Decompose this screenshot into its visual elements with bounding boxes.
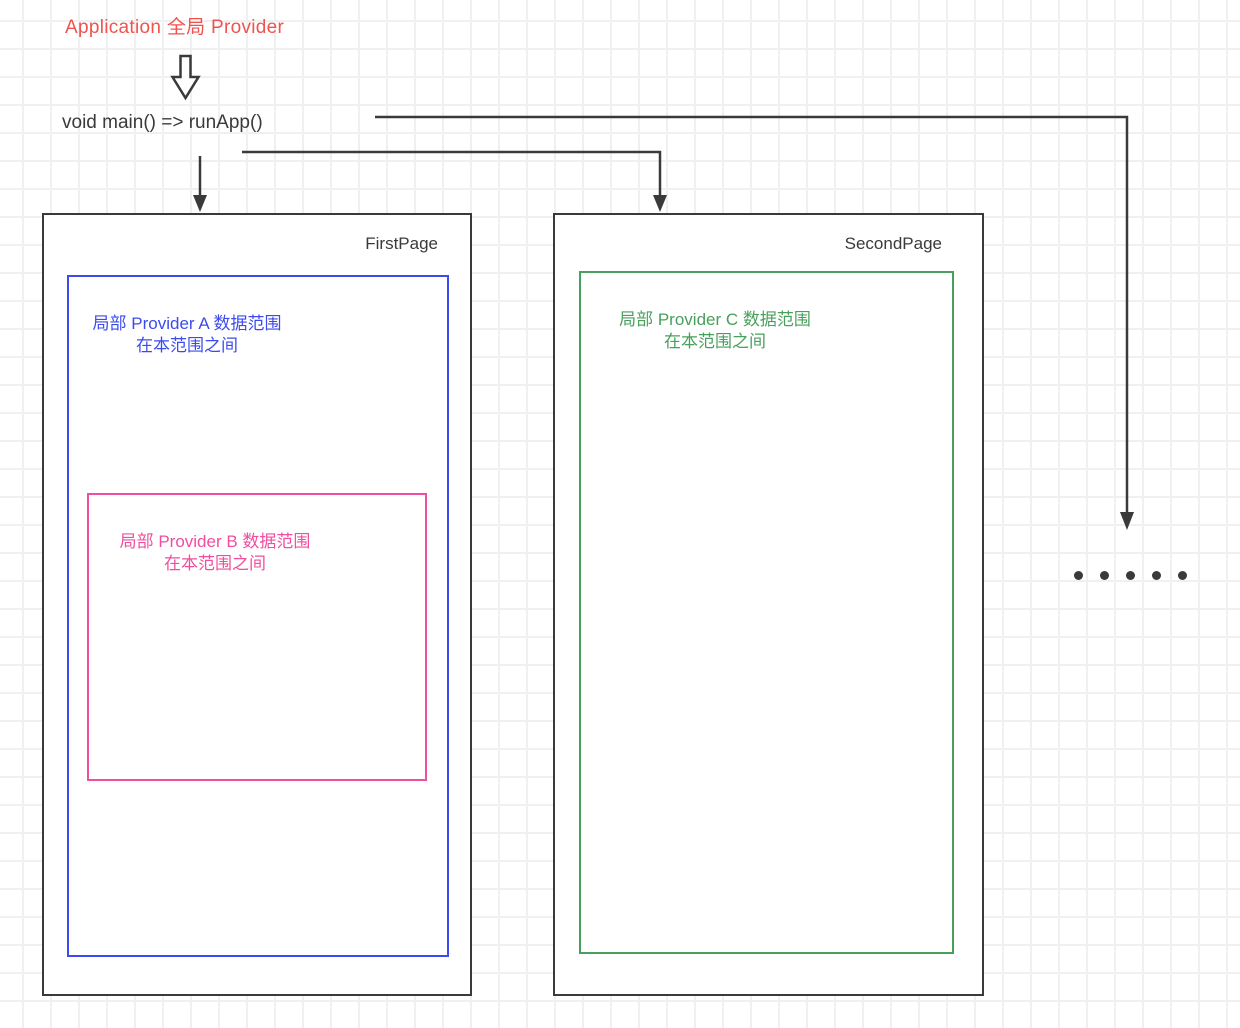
provider-a-line1: 局部 Provider A 数据范围 xyxy=(92,314,282,333)
provider-c-scope-box: 局部 Provider C 数据范围 在本范围之间 xyxy=(579,271,954,954)
down-block-arrow-icon xyxy=(170,54,201,101)
provider-a-text: 局部 Provider A 数据范围 在本范围之间 xyxy=(77,313,297,357)
app-provider-title: Application 全局 Provider xyxy=(65,17,285,38)
arrow-main-to-secondpage-icon xyxy=(242,150,667,212)
secondpage-box: SecondPage 局部 Provider C 数据范围 在本范围之间 xyxy=(553,213,984,996)
main-function-text: void main() => runApp() xyxy=(62,112,263,133)
provider-b-text: 局部 Provider B 数据范围 在本范围之间 xyxy=(105,531,325,575)
ellipsis-dot xyxy=(1074,571,1083,580)
firstpage-label: FirstPage xyxy=(365,234,438,253)
provider-b-scope-box: 局部 Provider B 数据范围 在本范围之间 xyxy=(87,493,427,781)
provider-c-text: 局部 Provider C 数据范围 在本范围之间 xyxy=(605,309,825,353)
provider-a-line2: 在本范围之间 xyxy=(136,336,238,355)
ellipsis-dot xyxy=(1100,571,1109,580)
provider-b-line1: 局部 Provider B 数据范围 xyxy=(119,532,311,551)
ellipsis-dot xyxy=(1152,571,1161,580)
ellipsis-dot xyxy=(1126,571,1135,580)
more-pages-ellipsis xyxy=(1074,571,1187,580)
provider-a-scope-box: 局部 Provider A 数据范围 在本范围之间 局部 Provider B … xyxy=(67,275,449,957)
secondpage-label: SecondPage xyxy=(844,234,942,253)
provider-c-line1: 局部 Provider C 数据范围 xyxy=(619,310,811,329)
firstpage-box: FirstPage 局部 Provider A 数据范围 在本范围之间 局部 P… xyxy=(42,213,472,996)
provider-b-line2: 在本范围之间 xyxy=(164,554,266,573)
ellipsis-dot xyxy=(1178,571,1187,580)
provider-c-line2: 在本范围之间 xyxy=(664,332,766,351)
arrow-main-to-firstpage-icon xyxy=(193,156,207,212)
